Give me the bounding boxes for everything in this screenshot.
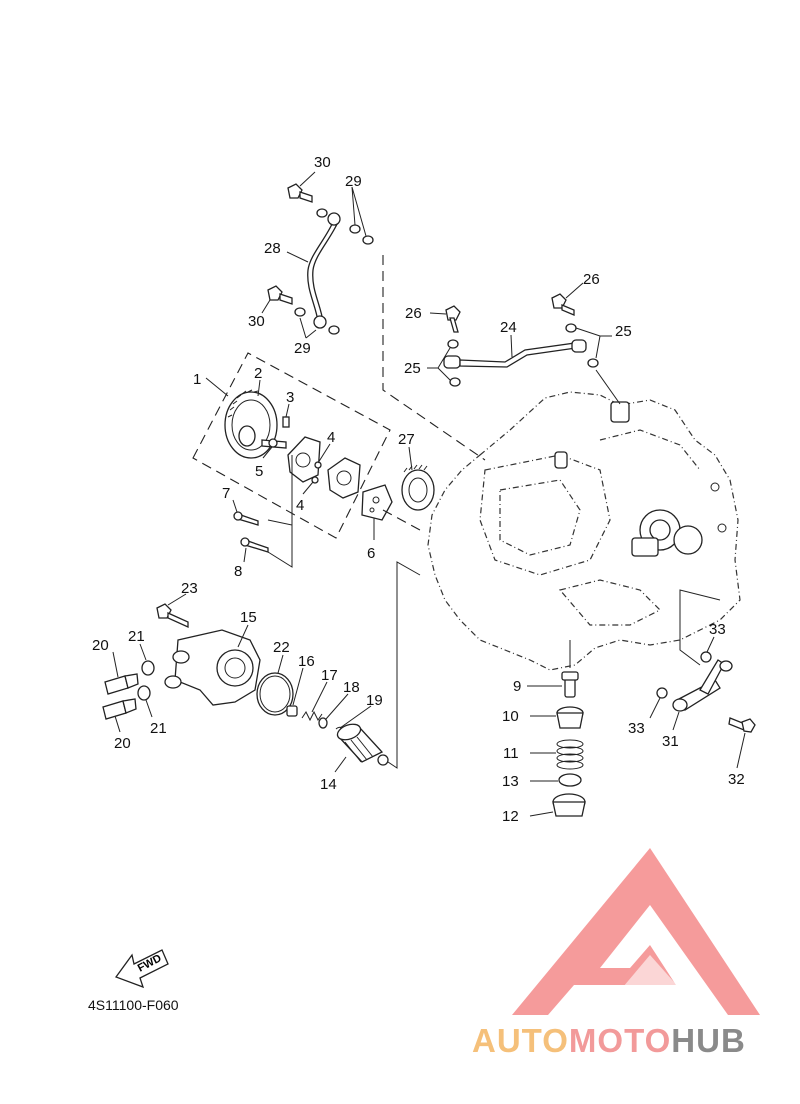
bolt-head bbox=[268, 438, 278, 448]
callout-6: 6 bbox=[367, 545, 375, 562]
callout-20a: 20 bbox=[92, 637, 109, 654]
callout-30a: 30 bbox=[314, 154, 331, 171]
copper-washer bbox=[449, 377, 461, 387]
callout-22: 22 bbox=[273, 639, 290, 656]
callout-32: 32 bbox=[728, 771, 745, 788]
oil-delivery-pipe bbox=[307, 212, 341, 329]
oil-pump-assembly-boundary bbox=[192, 352, 391, 539]
copper-washer bbox=[349, 224, 361, 234]
callout-3: 3 bbox=[286, 389, 294, 406]
oil-pipe bbox=[443, 339, 587, 369]
drain-plug bbox=[102, 698, 137, 720]
callout-1: 1 bbox=[193, 371, 201, 388]
o-ring bbox=[256, 672, 294, 716]
callout-19: 19 bbox=[366, 692, 383, 709]
bolt bbox=[233, 511, 259, 526]
callout-2: 2 bbox=[254, 365, 262, 382]
oil-pump-gear bbox=[224, 389, 278, 459]
watermark-text: AUTOMOTOHUB bbox=[472, 1022, 746, 1059]
drain-stud bbox=[561, 671, 579, 698]
washer bbox=[656, 687, 668, 699]
union-bolt bbox=[287, 183, 313, 203]
callout-5: 5 bbox=[255, 463, 263, 480]
union-bolt bbox=[445, 305, 461, 333]
watermark-auto: AUTO bbox=[472, 1022, 569, 1059]
callout-20b: 20 bbox=[114, 735, 131, 752]
copper-washer bbox=[362, 235, 374, 245]
bolt bbox=[240, 537, 269, 553]
callout-17: 17 bbox=[321, 667, 338, 684]
callouts: 1 2 3 4 4 5 6 7 8 9 10 11 12 13 14 15 16… bbox=[92, 154, 746, 825]
spring bbox=[301, 710, 323, 722]
washer bbox=[318, 717, 328, 729]
callout-16: 16 bbox=[298, 653, 315, 670]
callout-28: 28 bbox=[264, 240, 281, 257]
watermark-logo-icon bbox=[512, 848, 760, 1015]
callout-4b: 4 bbox=[296, 497, 304, 514]
callout-15: 15 bbox=[240, 609, 257, 626]
filter-pin bbox=[286, 705, 298, 717]
callout-18: 18 bbox=[343, 679, 360, 696]
washer bbox=[137, 685, 151, 701]
callout-31: 31 bbox=[662, 733, 679, 750]
callout-7: 7 bbox=[222, 485, 230, 502]
drain-plug-cap bbox=[552, 793, 586, 817]
strainer bbox=[401, 464, 435, 511]
callout-27: 27 bbox=[398, 431, 415, 448]
callout-30b: 30 bbox=[248, 313, 265, 330]
oil-filter-cover bbox=[164, 629, 261, 706]
callout-23: 23 bbox=[181, 580, 198, 597]
fwd-arrow-icon: FWD bbox=[114, 949, 169, 989]
crankcase bbox=[427, 391, 741, 671]
copper-washer bbox=[587, 358, 599, 368]
washer bbox=[141, 660, 155, 676]
oil-pump-rotor-housing bbox=[327, 457, 361, 499]
callout-21a: 21 bbox=[128, 628, 145, 645]
callout-33a: 33 bbox=[709, 621, 726, 638]
dowel-pin bbox=[314, 461, 322, 469]
callout-13: 13 bbox=[502, 773, 519, 790]
strainer-cap bbox=[556, 706, 584, 729]
copper-washer bbox=[447, 339, 459, 349]
callout-29b: 29 bbox=[294, 340, 311, 357]
bracket bbox=[672, 659, 733, 712]
callout-25a: 25 bbox=[404, 360, 421, 377]
callout-29a: 29 bbox=[345, 173, 362, 190]
diagram-code: 4S11100-F060 bbox=[88, 997, 179, 1013]
callout-8: 8 bbox=[234, 563, 242, 580]
callout-9: 9 bbox=[513, 678, 521, 695]
callout-33b: 33 bbox=[628, 720, 645, 737]
oil-pump-body bbox=[287, 436, 321, 483]
union-bolt bbox=[267, 285, 293, 305]
callout-26b: 26 bbox=[583, 271, 600, 288]
drain-plug bbox=[104, 673, 139, 695]
callout-24: 24 bbox=[500, 319, 517, 336]
callout-12: 12 bbox=[502, 808, 519, 825]
dowel-pin bbox=[311, 476, 319, 484]
copper-washer bbox=[294, 307, 306, 317]
oil-filter-element bbox=[336, 723, 389, 766]
gasket-plate bbox=[361, 484, 393, 521]
callout-25b: 25 bbox=[615, 323, 632, 340]
callout-4a: 4 bbox=[327, 429, 335, 446]
callout-11: 11 bbox=[503, 745, 519, 762]
copper-washer bbox=[565, 323, 577, 333]
union-bolt bbox=[551, 293, 575, 316]
bracket-bolt bbox=[728, 717, 756, 733]
callout-14: 14 bbox=[320, 776, 337, 793]
copper-washer bbox=[328, 325, 340, 335]
callout-21b: 21 bbox=[150, 720, 167, 737]
compression-spring bbox=[556, 739, 584, 770]
watermark-moto: MOTO bbox=[569, 1022, 671, 1059]
callout-10: 10 bbox=[502, 708, 519, 725]
callout-26a: 26 bbox=[405, 305, 422, 322]
pin bbox=[282, 416, 290, 428]
washer bbox=[700, 651, 712, 663]
cover-bolt bbox=[156, 603, 189, 629]
o-ring bbox=[558, 773, 582, 787]
watermark-hub: HUB bbox=[671, 1022, 746, 1059]
copper-washer bbox=[316, 208, 328, 218]
